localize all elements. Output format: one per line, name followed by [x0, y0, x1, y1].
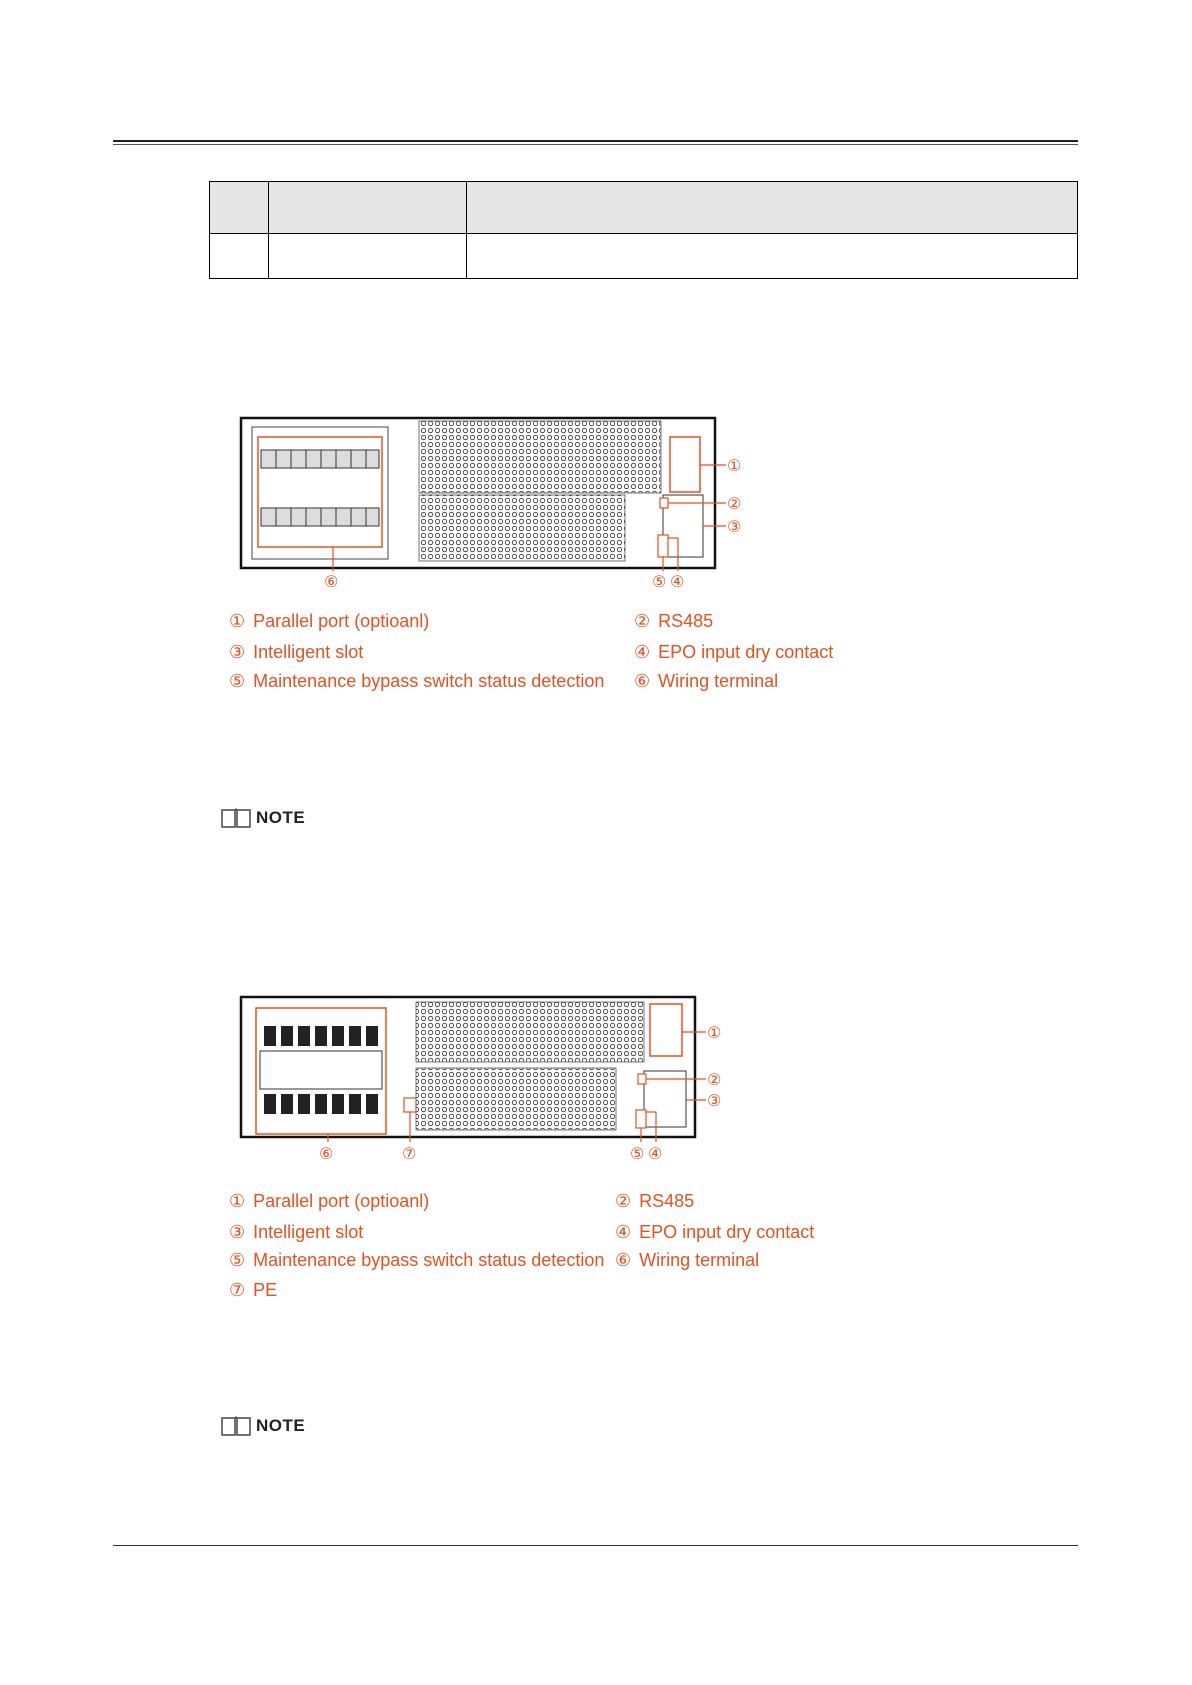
- table-cell: [466, 233, 1078, 279]
- table-header-cell: [466, 181, 1078, 234]
- callout-4: ④: [670, 572, 684, 591]
- callout-3: ③: [727, 517, 741, 536]
- note-block: NOTE: [220, 1414, 305, 1438]
- callout-6: ⑥: [324, 572, 338, 591]
- book-icon: [221, 1416, 251, 1436]
- callout-6: ⑥: [319, 1144, 333, 1163]
- callout-4: ④: [648, 1144, 662, 1163]
- table-cell: [268, 233, 467, 279]
- callout-1: ①: [707, 1023, 721, 1042]
- note-label: NOTE: [256, 1416, 306, 1435]
- table-cell: [209, 233, 269, 279]
- footer-rule: [113, 1545, 1078, 1546]
- book-icon: [221, 808, 251, 828]
- header-rule: [113, 140, 1078, 142]
- table-header-row: [209, 181, 1078, 234]
- callout-5: ⑤: [630, 1144, 644, 1163]
- table-header-cell: [268, 181, 467, 234]
- spec-table: [209, 181, 1078, 279]
- note-block: NOTE: [220, 806, 305, 830]
- table-header-cell: [209, 181, 269, 234]
- callout-5: ⑤: [652, 572, 666, 591]
- callout-2: ②: [707, 1070, 721, 1089]
- ups-rear-panel-figure-2: ① ② ③ ④ ⑤ ⑥ ⑦: [239, 995, 721, 1163]
- callout-1: ①: [727, 456, 741, 475]
- ups-rear-panel-figure-1: ① ② ③ ④ ⑤ ⑥: [239, 416, 741, 591]
- header-rule-thin: [113, 144, 1078, 145]
- callout-3: ③: [707, 1091, 721, 1110]
- note-label: NOTE: [256, 808, 306, 827]
- callout-2: ②: [727, 494, 741, 513]
- table-row: [209, 233, 1078, 279]
- callout-7: ⑦: [402, 1144, 416, 1163]
